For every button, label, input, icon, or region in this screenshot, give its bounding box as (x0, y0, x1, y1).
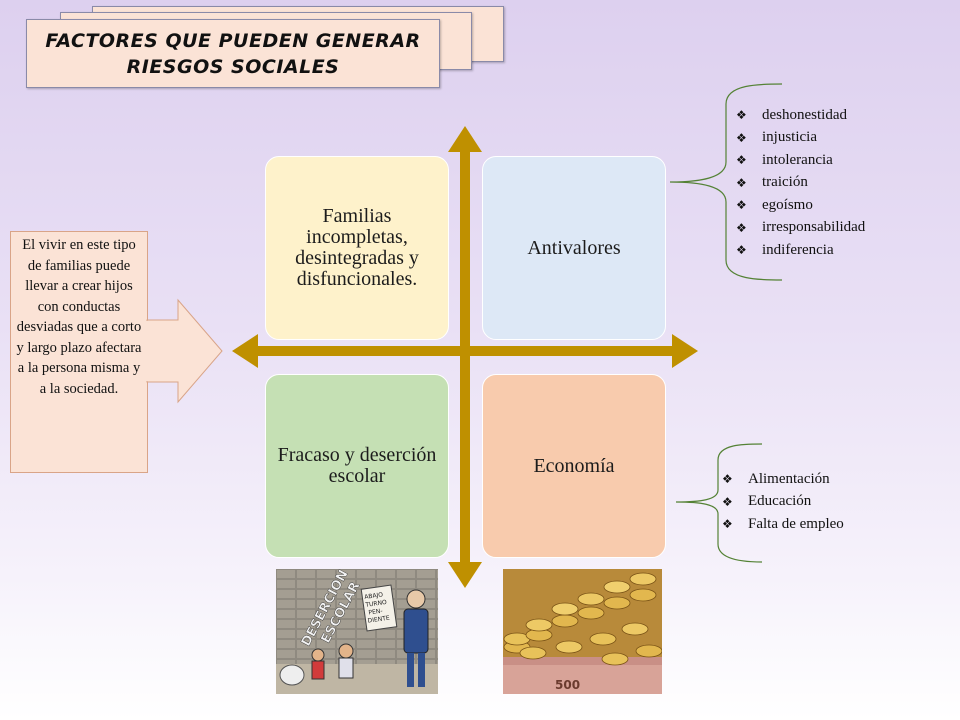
vertical-arrow-shaft (460, 150, 470, 564)
list-item: ❖injusticia (736, 129, 817, 146)
antivalores-bracket (669, 83, 783, 281)
quadrant-economia-label: Economía (533, 454, 615, 477)
antivalores-list: ❖deshonestidad ❖injusticia ❖intolerancia… (736, 104, 865, 262)
down-arrow-head (448, 562, 482, 588)
up-arrow-head (448, 126, 482, 152)
quadrant-familias: Familias incompletas, desintegradas y di… (265, 156, 449, 340)
note-text: El vivir en este tipo de familias puede … (16, 237, 142, 397)
economia-list: ❖Alimentación ❖Educación ❖Falta de emple… (722, 468, 844, 536)
quadrant-economia: Economía (482, 374, 666, 558)
svg-text:DIENTE: DIENTE (367, 615, 390, 625)
list-item: ❖intolerancia (736, 151, 833, 168)
diamond-bullet-icon: ❖ (722, 472, 733, 487)
list-item: ❖irresponsabilidad (736, 219, 866, 236)
diamond-bullet-icon: ❖ (722, 494, 733, 509)
diamond-bullet-icon: ❖ (722, 517, 733, 532)
list-item: ❖Falta de empleo (722, 515, 844, 532)
svg-text:TURNO: TURNO (364, 599, 387, 609)
diamond-bullet-icon: ❖ (736, 198, 747, 213)
list-item: ❖deshonestidad (736, 106, 847, 123)
title-line-2: RIESGOS SOCIALES (126, 55, 340, 78)
list-item: ❖Alimentación (722, 470, 830, 487)
diamond-bullet-icon: ❖ (736, 130, 747, 145)
diamond-bullet-icon: ❖ (736, 175, 747, 190)
right-arrow-head (672, 334, 698, 368)
svg-text:PEN-: PEN- (368, 608, 383, 617)
svg-text:ABAJO: ABAJO (364, 591, 384, 601)
quadrant-antivalores-label: Antivalores (527, 236, 621, 259)
title-line-1: FACTORES QUE PUEDEN GENERAR (45, 29, 421, 52)
diamond-bullet-icon: ❖ (736, 153, 747, 168)
economia-bracket (675, 443, 763, 563)
page-title: FACTORES QUE PUEDEN GENERAR RIESGOS SOCI… (45, 28, 420, 80)
diamond-bullet-icon: ❖ (736, 108, 747, 123)
diamond-bullet-icon: ❖ (736, 220, 747, 235)
bill-denomination: 500 (555, 678, 580, 692)
quadrant-familias-label: Familias incompletas, desintegradas y di… (295, 205, 419, 290)
title-card: FACTORES QUE PUEDEN GENERAR RIESGOS SOCI… (26, 19, 440, 88)
note-box: El vivir en este tipo de familias puede … (10, 231, 148, 473)
quadrant-antivalores: Antivalores (482, 156, 666, 340)
horizontal-arrow-shaft (256, 346, 674, 356)
quadrant-fracaso-label: Fracaso y deserción escolar (277, 444, 437, 487)
left-arrow-head (232, 334, 258, 368)
list-item: ❖indiferencia (736, 241, 834, 258)
list-item: ❖traición (736, 174, 808, 191)
desercion-cartoon-image: DESERCION ESCOLAR ABAJO TURNO PEN- DIENT… (276, 569, 438, 694)
coins-money-image: 500 (503, 569, 662, 694)
right-block-arrow (146, 298, 223, 404)
list-item: ❖Educación (722, 493, 812, 510)
quadrant-fracaso: Fracaso y deserción escolar (265, 374, 449, 558)
diamond-bullet-icon: ❖ (736, 243, 747, 258)
list-item: ❖egoísmo (736, 196, 813, 213)
